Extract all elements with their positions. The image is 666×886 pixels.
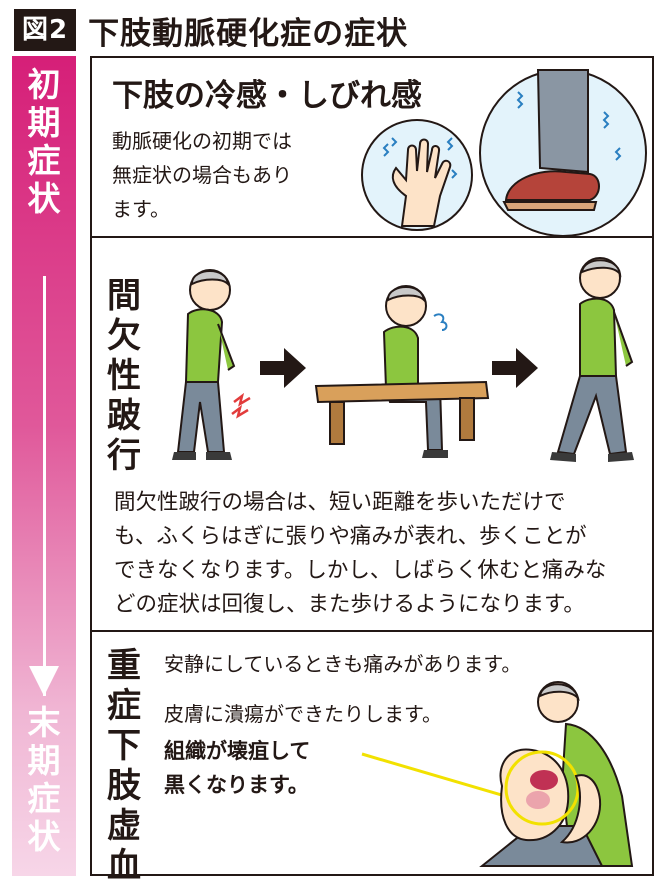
panel2-title-char: 行 xyxy=(107,436,141,476)
figure-badge: 図2 xyxy=(14,9,77,51)
panel3-title-char: 虚 xyxy=(107,806,141,846)
stage-label-late: 末 期 症 状 xyxy=(12,704,76,856)
stage-late-char: 状 xyxy=(27,817,61,856)
panel2-text: 間欠性跛行の場合は、短い距離を歩いただけで も、ふくらはぎに張りや痛みが表れ、歩… xyxy=(114,490,607,617)
stage-late-char: 期 xyxy=(27,741,61,780)
stage-late-char: 末 xyxy=(27,703,61,742)
progress-arrow-down-icon xyxy=(29,666,59,696)
panel1-title: 下肢の冷感・しびれ感 xyxy=(112,78,422,114)
arrow-right-icon xyxy=(492,348,538,388)
cold-hand-icon xyxy=(361,119,473,231)
seated-resting-man-icon xyxy=(314,285,490,458)
panel3-title-char: 重 xyxy=(107,646,141,686)
panel2-title-char: 跛 xyxy=(107,396,141,436)
panel2-title-char: 間 xyxy=(107,276,141,316)
stage-early-char: 症 xyxy=(27,141,61,180)
figure-header: 図2 下肢動脈硬化症の症状 xyxy=(14,8,408,52)
panel2-vertical-title: 間 欠 性 跛 行 xyxy=(104,276,144,476)
walking-man-icon xyxy=(550,257,634,462)
limping-man-icon xyxy=(172,269,251,460)
stage-late-char: 症 xyxy=(27,779,61,818)
panel3-title-char: 下 xyxy=(107,726,141,766)
figure-title: 下肢動脈硬化症の症状 xyxy=(88,15,409,52)
stage-label-early: 初 期 症 状 xyxy=(12,66,76,218)
stage-early-char: 期 xyxy=(27,103,61,142)
panel3-bold-text: 組織が壊疽して 黒くなります。 xyxy=(164,739,311,797)
foot-slipper-icon xyxy=(479,69,647,237)
panel-intermittent-claudication: 間 欠 性 跛 行 間欠性 xyxy=(90,238,654,632)
panel-cold-numbness: 下肢の冷感・しびれ感 動脈硬化の初期では 無症状の場合もあり ます。 xyxy=(90,56,654,238)
panel2-title-char: 性 xyxy=(107,356,141,396)
panel3-title-char: 肢 xyxy=(107,766,141,806)
stage-early-char: 状 xyxy=(27,179,61,218)
progress-arrow-line xyxy=(43,276,46,696)
panel-critical-limb-ischemia: 重 症 下 肢 虚 血 安静にしているときも痛みがあります。 皮膚に潰瘍ができた… xyxy=(90,632,654,886)
stage-early-char: 初 xyxy=(27,65,61,104)
panel2-title-char: 欠 xyxy=(107,316,141,356)
arrow-right-icon xyxy=(260,348,306,388)
panel3-line1: 安静にしているときも痛みがあります。 xyxy=(164,652,522,676)
panel3-line2: 皮膚に潰瘍ができたりします。 xyxy=(164,702,442,726)
panel3-vertical-title: 重 症 下 肢 虚 血 xyxy=(104,646,144,886)
panel3-title-char: 症 xyxy=(107,686,141,726)
panel1-text: 動脈硬化の初期では 無症状の場合もあり ます。 xyxy=(112,129,292,221)
foot-ulcer-icon xyxy=(361,681,634,867)
panel3-title-char: 血 xyxy=(107,846,141,886)
stage-progress-bar: 初 期 症 状 末 期 症 状 xyxy=(12,56,76,876)
